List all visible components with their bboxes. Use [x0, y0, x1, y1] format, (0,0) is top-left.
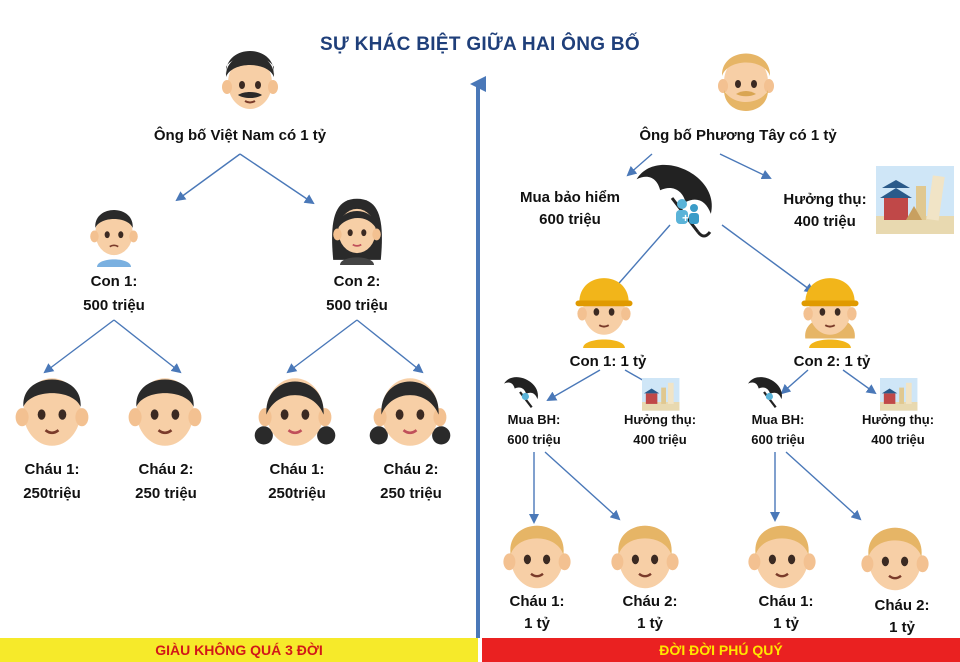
- left-banner: GIÀU KHÔNG QUÁ 3 ĐỜI: [0, 638, 478, 662]
- right-grandchild-1-name: Cháu 1:: [509, 593, 565, 610]
- boy-face-icon: [90, 210, 138, 267]
- left-grandchild-2-name: Cháu 2:: [138, 461, 194, 478]
- baby-boy-face-icon: [15, 378, 89, 446]
- umbrella-family-icon: [504, 377, 538, 408]
- woman-face-icon: [332, 198, 382, 265]
- page-title: SỰ KHÁC BIỆT GIỮA HAI ÔNG BỐ: [319, 34, 640, 55]
- right-father-label: Ông bố Phương Tây có 1 tỷ: [639, 127, 837, 144]
- left-grandchild-4-amount: 250 triệu: [380, 485, 442, 502]
- insurance-amount: 600 triệu: [539, 211, 601, 228]
- benefit-label: Hưởng thụ:: [783, 191, 867, 208]
- left-grandchild-4-name: Cháu 2:: [383, 461, 439, 478]
- left-grandchild-2-amount: 250 triệu: [135, 485, 197, 502]
- travel-landmarks-icon: [880, 378, 918, 411]
- umbrella-family-icon: [748, 377, 782, 408]
- baby-boy-face-icon: [128, 378, 202, 446]
- baby-girl-face-icon: [254, 378, 336, 446]
- benefit-amount: 400 triệu: [794, 213, 856, 230]
- insurance-label: Mua bảo hiểm: [519, 189, 620, 206]
- right-child-1-label: Con 1: 1 tỷ: [569, 353, 647, 370]
- sub-benefit-2-label: Hưởng thụ:: [861, 412, 935, 427]
- right-grandchild-1-amount: 1 tỷ: [524, 615, 550, 632]
- sub-insurance-1-amount: 600 triệu: [507, 432, 561, 447]
- right-grandchild-2-name: Cháu 2:: [622, 593, 678, 610]
- right-grandchild-3-name: Cháu 1:: [758, 593, 814, 610]
- blond-baby-face-icon: [503, 525, 571, 589]
- sub-insurance-2-label: Mua BH:: [751, 412, 805, 427]
- right-grandchild-4-name: Cháu 2:: [874, 597, 930, 614]
- left-child-2-amount: 500 triệu: [326, 297, 388, 314]
- blond-baby-face-icon: [748, 525, 816, 589]
- travel-landmarks-icon: [642, 378, 680, 411]
- left-child-2-name: Con 2:: [333, 273, 381, 290]
- left-tree-arrows: [43, 153, 424, 374]
- left-father-label: Ông bố Việt Nam có 1 tỷ: [153, 127, 327, 144]
- right-grandchild-3-amount: 1 tỷ: [773, 615, 799, 632]
- construction-worker-face-icon: [801, 278, 859, 348]
- sub-benefit-2-amount: 400 triệu: [871, 432, 925, 447]
- blond-baby-face-icon: [861, 527, 929, 591]
- left-grandchild-3-amount: 250triệu: [268, 485, 326, 502]
- sub-benefit-1-amount: 400 triệu: [633, 432, 687, 447]
- travel-landmarks-icon: [876, 166, 954, 234]
- sub-insurance-1-label: Mua BH:: [507, 412, 561, 427]
- old-man-blond-face-icon: [718, 53, 774, 111]
- blond-baby-face-icon: [611, 525, 679, 589]
- left-grandchild-3-name: Cháu 1:: [269, 461, 325, 478]
- construction-worker-face-icon: [575, 278, 633, 348]
- baby-girl-face-icon: [369, 378, 451, 446]
- right-grandchild-2-amount: 1 tỷ: [637, 615, 663, 632]
- svg-text:+: +: [682, 211, 689, 225]
- left-child-1-name: Con 1:: [90, 273, 138, 290]
- sub-benefit-1-label: Hưởng thụ:: [623, 412, 697, 427]
- right-grandchild-4-amount: 1 tỷ: [889, 619, 915, 636]
- left-child-1-amount: 500 triệu: [83, 297, 145, 314]
- right-child-2-label: Con 2: 1 tỷ: [793, 353, 871, 370]
- left-grandchild-1-amount: 250triệu: [23, 485, 81, 502]
- left-grandchild-1-name: Cháu 1:: [24, 461, 80, 478]
- sub-insurance-2-amount: 600 triệu: [751, 432, 805, 447]
- umbrella-family-icon: +: [636, 164, 712, 238]
- man-mustache-face-icon: [222, 51, 278, 109]
- right-banner: ĐỜI ĐỜI PHÚ QUÝ: [482, 638, 960, 662]
